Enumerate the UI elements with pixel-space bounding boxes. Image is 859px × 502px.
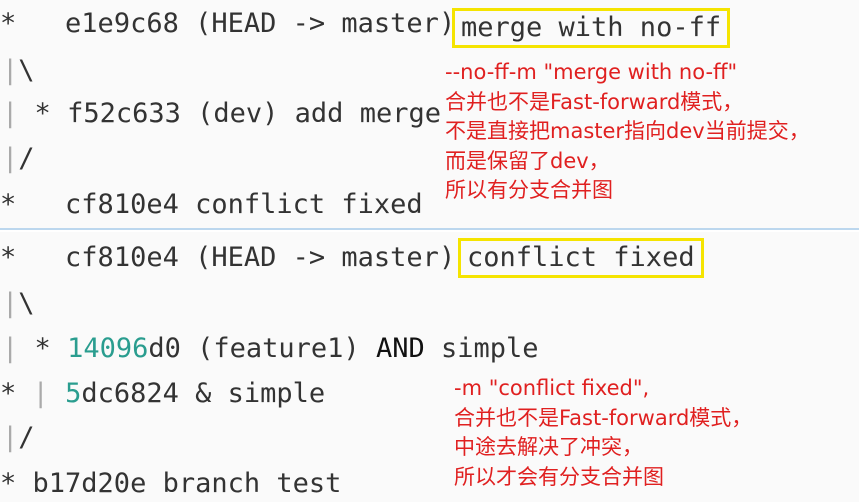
log-line-4: * | 5dc6824 & simple xyxy=(0,378,325,410)
commit-refs: (feature1) xyxy=(197,333,360,364)
commit-refs: (dev) xyxy=(197,98,279,129)
commit-hash-highlighted: 14096 xyxy=(67,333,149,364)
commit-message: conflict fixed xyxy=(195,189,423,220)
annotation-top: --no-ff-m "merge with no-ff" 合并也不是Fast-fo… xyxy=(445,58,810,206)
commit-refs: (HEAD -> master) xyxy=(195,8,456,39)
graph-pipe: | xyxy=(2,288,19,319)
highlighted-commit-message: merge with no-ff xyxy=(452,8,731,48)
commit-message: simple xyxy=(441,333,539,364)
commit-hash-rest: d0 xyxy=(148,333,181,364)
annotation-bottom: -m "conflict fixed", 合并也不是Fast-forward模式，… xyxy=(454,374,752,492)
commit-hash: e1e9c68 xyxy=(65,8,179,39)
git-log-panel-bottom: * cf810e4 (HEAD -> master) conflict fixe… xyxy=(0,232,859,502)
commit-message: add merge xyxy=(294,98,441,129)
graph-pipe: | xyxy=(2,333,19,364)
log-line-3: | * f52c633 (dev) add merge xyxy=(2,98,441,130)
log-line-4: |/ xyxy=(2,143,35,175)
commit-message: branch test xyxy=(162,468,342,499)
graph-pipe: | xyxy=(2,422,19,453)
log-line-6: * b17d20e branch test xyxy=(0,468,341,500)
annotation-line: 而是保留了dev， xyxy=(445,148,610,173)
log-line-2: |\ xyxy=(2,55,35,87)
graph-star: * xyxy=(34,98,51,129)
commit-hash: cf810e4 xyxy=(65,189,179,220)
annotation-line: -m "conflict fixed", xyxy=(454,376,650,400)
log-line-1: * cf810e4 (HEAD -> master) xyxy=(0,242,455,274)
commit-hash: cf810e4 xyxy=(65,242,179,273)
commit-hash-rest: dc6824 xyxy=(81,378,179,409)
graph-pipe: | xyxy=(2,98,19,129)
graph-star: * xyxy=(0,189,17,220)
graph-pipe: | xyxy=(2,55,19,86)
log-line-1: * e1e9c68 (HEAD -> master) xyxy=(0,8,455,40)
graph-star: * xyxy=(0,242,17,273)
annotation-line: --no-ff-m "merge with no-ff" xyxy=(445,60,738,84)
log-line-3: | * 14096d0 (feature1) AND simple xyxy=(2,333,539,365)
commit-message: & simple xyxy=(195,378,326,409)
graph-branch-out: \ xyxy=(18,288,35,319)
annotation-line: 所以才会有分支合并图 xyxy=(454,464,664,489)
log-line-2: |\ xyxy=(2,288,35,320)
graph-star: * xyxy=(34,333,51,364)
commit-refs: (HEAD -> master) xyxy=(195,242,456,273)
graph-pipe: | xyxy=(2,143,19,174)
annotation-line: 合并也不是Fast-forward模式， xyxy=(445,89,744,114)
graph-star: * xyxy=(0,8,17,39)
commit-hash: f52c633 xyxy=(67,98,181,129)
graph-pipe: | xyxy=(32,378,49,409)
annotation-line: 不是直接把master指向dev当前提交， xyxy=(445,119,810,143)
graph-branch-in: / xyxy=(18,422,35,453)
graph-branch-out: \ xyxy=(18,55,35,86)
highlighted-commit-message: conflict fixed xyxy=(458,238,704,278)
graph-star: * xyxy=(0,378,17,409)
commit-hash-highlighted: 5 xyxy=(65,378,82,409)
log-line-5: * cf810e4 conflict fixed xyxy=(0,189,423,221)
annotation-line: 所以有分支合并图 xyxy=(445,178,613,202)
graph-star: * xyxy=(0,468,17,499)
annotation-line: 合并也不是Fast-forward模式， xyxy=(454,405,753,430)
commit-hash: b17d20e xyxy=(32,468,147,499)
annotation-line: 中途去解决了冲突， xyxy=(454,435,643,459)
git-log-panel-top: * e1e9c68 (HEAD -> master) merge with no… xyxy=(0,0,859,230)
commit-message-keyword: AND xyxy=(375,333,425,364)
log-line-5: |/ xyxy=(2,422,35,454)
graph-branch-in: / xyxy=(18,143,35,174)
